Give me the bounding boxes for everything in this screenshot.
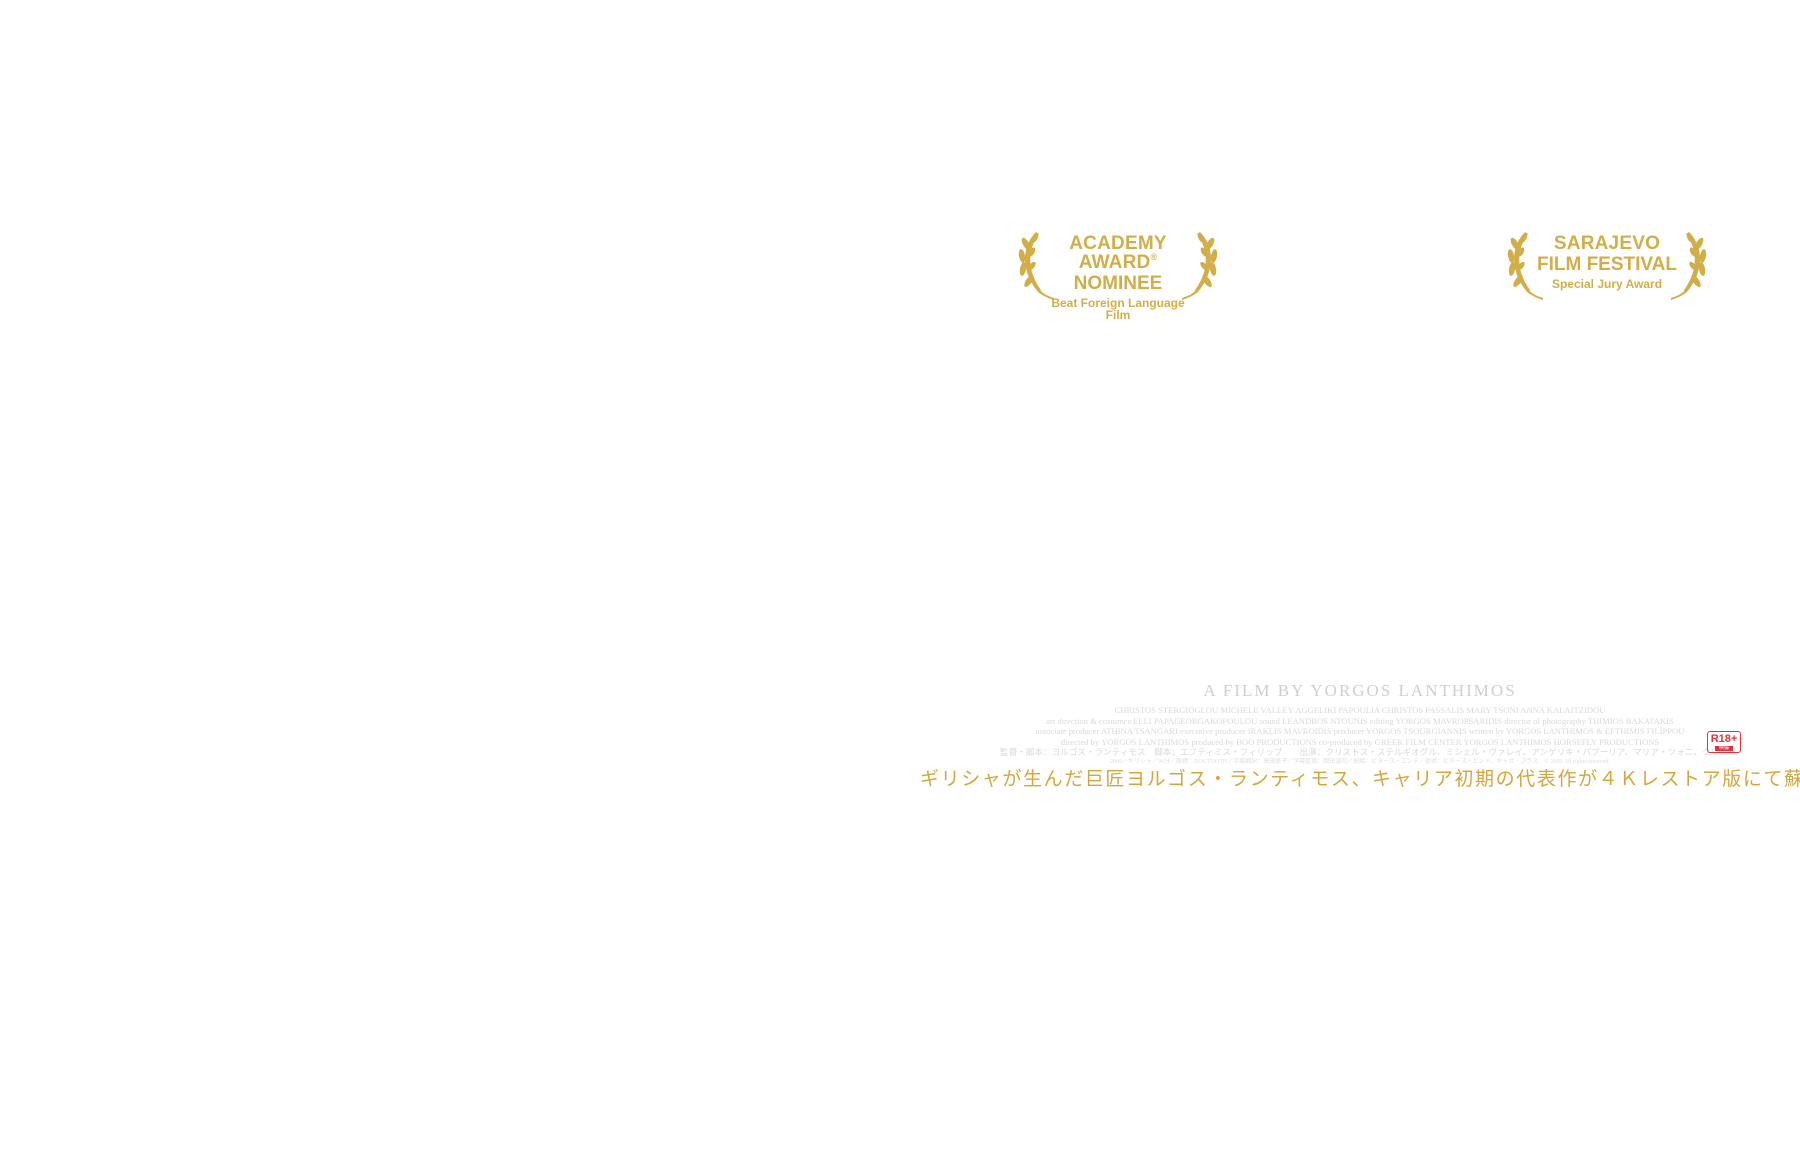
laurel-wreath-icon [1507, 232, 1707, 300]
cast-credits: CHRISTOS STERGIOGLOU MICHELE VALLEY AGGE… [1114, 705, 1606, 715]
fine-print: 2009／ギリシャ／96分／原題：DOGTOOTH／字幕翻訳：高田恵子／字幕監修… [1110, 758, 1610, 765]
award-festival: FILM FESTIVAL [1536, 254, 1678, 275]
award-status: NOMINEE [1073, 273, 1163, 294]
award-title: ACADEMY AWARD® [1069, 233, 1167, 273]
laurel-wreath-icon [1018, 232, 1218, 300]
academy-award-laurel: ACADEMY AWARD® NOMINEE Beat Foreign Lang… [1008, 226, 1228, 321]
crew-credits-3: directed by YORGOS LANTHIMOS produced by… [1060, 736, 1660, 747]
award-category: Special Jury Award [1551, 277, 1663, 291]
credits-block: A FILM BY YORGOS LANTHIMOS CHRISTOS STER… [1000, 681, 1720, 767]
rating-sub-label: 映倫 [1715, 746, 1733, 751]
tagline: ギリシャが生んだ巨匠ヨルゴス・ランティモス、キャリア初期の代表作が４Ｋレストア版… [920, 768, 1800, 790]
crew-credits-1: art direction & costumes ELLI PAPAGEORGA… [1046, 715, 1674, 726]
rating-label: R18+ [1710, 733, 1738, 745]
award-title: SARAJEVO [1553, 233, 1661, 254]
sarajevo-award-laurel: SARAJEVO FILM FESTIVAL Special Jury Awar… [1497, 226, 1717, 300]
award-category: Beat Foreign Language Film [1051, 296, 1185, 322]
crew-credits-2: associate producer ATHINA TSANGARI execu… [1035, 726, 1685, 736]
japanese-credits: 監督・脚本：ヨルゴス・ランティモス 脚本：エフティミス・フィリップ 出演：クリス… [1000, 747, 1720, 757]
rating-badge: R18+ 映倫 [1707, 731, 1741, 753]
film-by-credit: A FILM BY YORGOS LANTHIMOS [1203, 681, 1517, 700]
